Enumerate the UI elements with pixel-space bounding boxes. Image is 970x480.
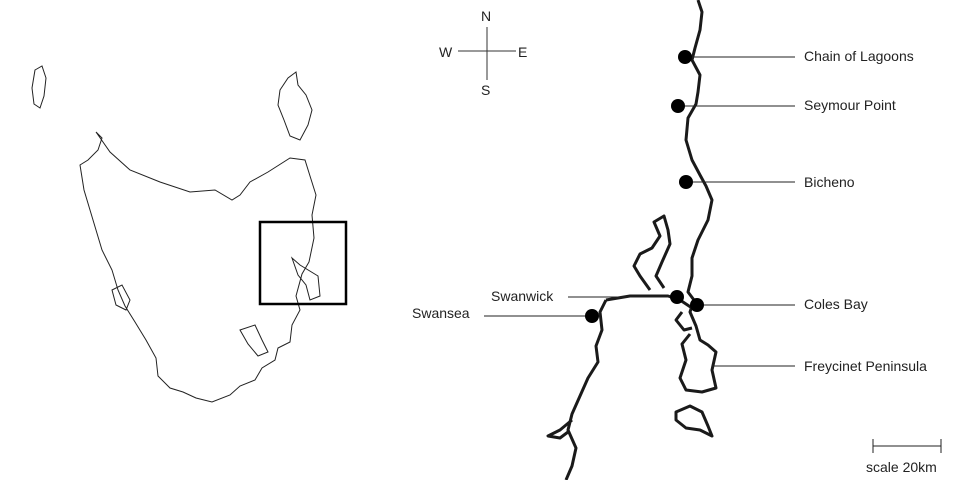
compass-west-label: W — [439, 44, 453, 60]
label-chain-of-lagoons: Chain of Lagoons — [804, 48, 914, 64]
compass-rose — [458, 27, 516, 80]
marker-swansea — [585, 309, 599, 323]
label-seymour-point: Seymour Point — [804, 97, 896, 113]
label-swansea: Swansea — [412, 305, 470, 321]
marker-coles-bay — [690, 298, 704, 312]
marker-seymour-point — [671, 99, 685, 113]
marker-swanwick — [670, 290, 684, 304]
compass-south-label: S — [481, 82, 491, 98]
label-freycinet-peninsula: Freycinet Peninsula — [804, 358, 927, 374]
scale-label: scale 20km — [866, 459, 937, 475]
marker-bicheno — [679, 175, 693, 189]
tasmania-outline — [31, 65, 321, 403]
inset-box — [258, 220, 348, 306]
detail-coastline — [546, 0, 718, 480]
location-markers — [585, 50, 704, 323]
scale-bar — [872, 439, 942, 453]
label-coles-bay: Coles Bay — [804, 296, 868, 312]
label-bicheno: Bicheno — [804, 174, 855, 190]
compass-east-label: E — [518, 44, 528, 60]
leader-lines — [484, 56, 795, 367]
label-swanwick: Swanwick — [491, 288, 554, 304]
marker-chain-of-lagoons — [678, 50, 692, 64]
compass-north-label: N — [481, 8, 492, 24]
